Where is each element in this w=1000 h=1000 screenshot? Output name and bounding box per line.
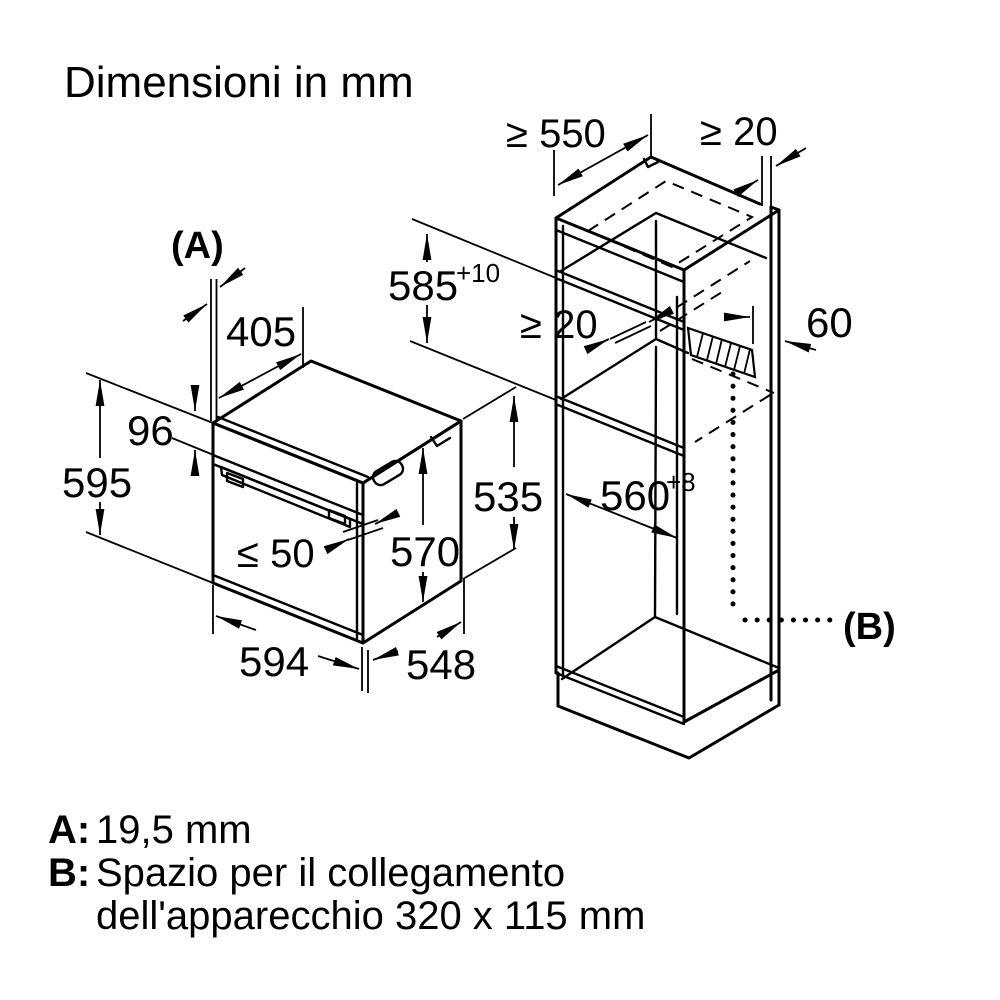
dim-20top-arrow-right — [775, 147, 807, 167]
dim-label-a: (A) — [171, 225, 224, 267]
oven-top-lip — [216, 415, 370, 479]
dim-50-arrow-left — [323, 538, 350, 555]
dim-cabinet-top-back-gap: ≥ 20 — [700, 110, 778, 154]
dim-oven-total-height: 595 — [62, 459, 132, 506]
dim-20mid-arrow-left — [583, 338, 610, 355]
dim-405-line — [218, 353, 302, 399]
dim-cabinet-top-depth: ≥ 550 — [506, 112, 606, 156]
dim-560-line — [565, 493, 678, 539]
dim-oven-side-height: 535 — [473, 473, 543, 520]
legend: A: 19,5 mm B: Spazio per il collegamento… — [48, 808, 645, 938]
legend-a-value: 19,5 mm — [96, 808, 252, 852]
dim-cabinet-back-strip: 60 — [806, 299, 853, 346]
oven-side-face — [361, 419, 463, 645]
dim-a-arrow-left — [182, 303, 208, 323]
dim-535-extensions — [462, 386, 517, 580]
dim-20top-arrow-left — [733, 179, 759, 198]
dim-550-line — [557, 134, 649, 186]
dim-cabinet-niche-width-tolerance: +8 — [666, 467, 696, 497]
cabinet-plinth — [556, 668, 781, 760]
cabinet-top-opening-dashed — [585, 179, 755, 269]
dim-50-arrow-right — [374, 508, 401, 525]
oven-handle-mounts — [225, 471, 347, 526]
dim-cabinet-vent-gap: ≥ 20 — [520, 303, 598, 347]
dim-594-arrow-right — [317, 655, 360, 670]
dim-label-b: (B) — [843, 606, 896, 648]
dim-548-arrow-left — [372, 647, 399, 661]
dim-96-extensions — [85, 372, 217, 457]
dim-cabinet-niche-height: 585 — [388, 262, 458, 309]
dim-oven-body-height: 570 — [390, 528, 460, 575]
dim-595-extension — [85, 531, 214, 584]
dim-a-extension-lines — [210, 279, 218, 421]
dim-594-arrow-left — [215, 615, 257, 631]
dim-548-arrow-right — [436, 621, 462, 640]
dim-550-extensions — [553, 114, 652, 196]
oven-door-handle — [219, 465, 352, 529]
legend-b-key: B: — [48, 851, 90, 895]
dim-cabinet-niche-height-tolerance: +10 — [456, 258, 500, 288]
dim-20top-extensions — [761, 156, 772, 208]
dim-50-gap-lines — [342, 519, 384, 541]
oven-top-notch — [429, 435, 452, 448]
dim-oven-width: 594 — [239, 638, 309, 685]
connection-space-hatch — [686, 326, 757, 379]
dim-oven-depth: 548 — [406, 641, 476, 688]
cabinet-interior-edges — [559, 211, 781, 681]
cabinet-bottom-rail — [554, 664, 686, 726]
dim-60-arrow-right — [784, 340, 817, 353]
cabinet-frame-inner-edges — [554, 224, 686, 678]
connection-space-hatch-lines — [696, 332, 751, 375]
dim-585-extensions — [409, 218, 557, 401]
dim-a-arrow-right — [219, 267, 246, 288]
cabinet-diagram: (B) ≥ 550 ≥ 20 585 +10 ≥ 20 60 560 +8 — [388, 110, 896, 760]
dim-594-extensions — [212, 585, 369, 693]
legend-a-key: A: — [48, 808, 90, 852]
cabinet-front-stiles — [554, 216, 686, 724]
dim-oven-handle-clearance: ≤ 50 — [237, 532, 315, 576]
cabinet-shelf-lower — [556, 395, 686, 458]
page-title: Dimensioni in mm — [64, 58, 414, 107]
legend-b-value-line1: Spazio per il collegamento — [96, 851, 565, 895]
dim-20mid-gap-lines — [609, 321, 652, 344]
oven-side-grip-cutout — [371, 459, 405, 487]
dim-oven-top-depth: 405 — [226, 308, 296, 355]
oven-door-bottom — [211, 573, 365, 637]
dim-cabinet-niche-width: 560 — [600, 472, 670, 519]
cabinet-back-edge — [769, 205, 781, 707]
legend-b-value-line2: dell'apparecchio 320 x 115 mm — [96, 894, 645, 938]
oven-diagram: (A) 405 96 595 ≤ 50 570 535 594 — [62, 225, 543, 693]
dim-20mid-arrow-right — [648, 305, 675, 323]
dim-oven-panel-height: 96 — [127, 407, 174, 454]
